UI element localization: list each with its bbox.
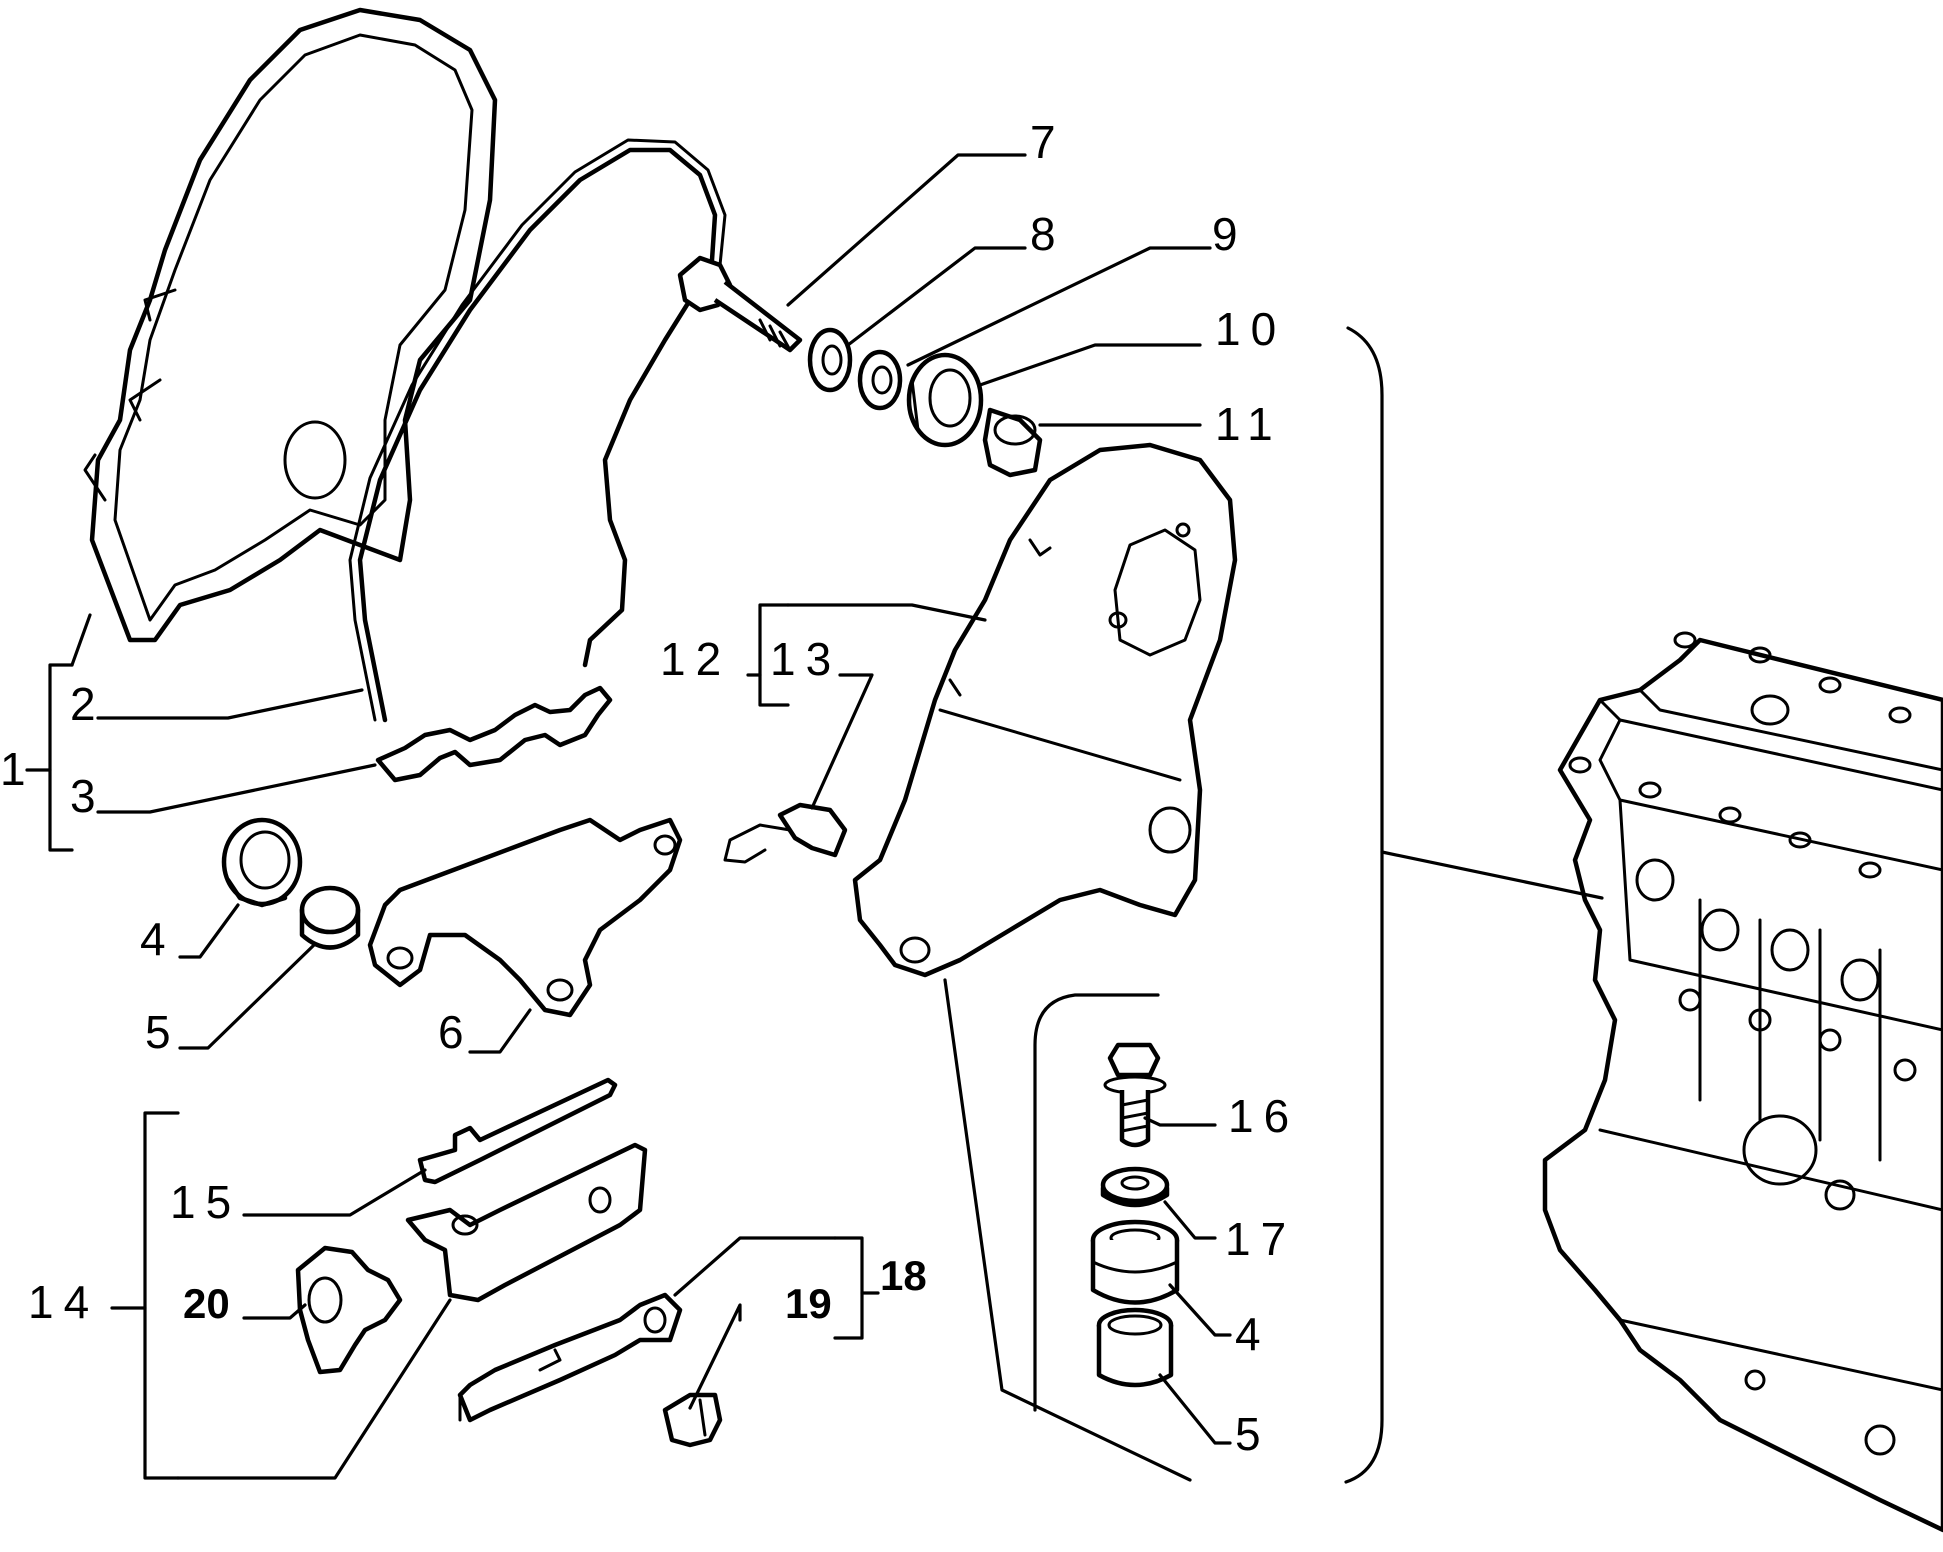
callout-18: 18 <box>880 1252 927 1299</box>
washer-9 <box>857 349 903 411</box>
callout-10: 10 <box>1215 303 1286 355</box>
callout-5-left: 5 <box>145 1006 181 1058</box>
clip <box>723 802 848 864</box>
engine-block <box>1542 631 1943 1533</box>
group-bracket-18 <box>833 1236 880 1340</box>
bushing-right <box>1090 1219 1180 1305</box>
callout-20: 20 <box>183 1280 230 1327</box>
callout-12: 12 <box>660 633 731 685</box>
callout-19: 19 <box>785 1280 832 1327</box>
callout-3: 3 <box>70 770 106 822</box>
washer-17 <box>1100 1166 1170 1208</box>
group-bracket-12 <box>746 603 790 707</box>
callout-15: 15 <box>170 1176 241 1228</box>
callout-11: 11 <box>1215 398 1283 450</box>
callout-14: 14 <box>28 1276 99 1328</box>
nut-clip <box>662 1392 723 1448</box>
callout-labels: 1 2 3 4 5 6 7 8 9 10 11 12 13 14 15 16 1… <box>0 116 1299 1460</box>
callout-6: 6 <box>438 1006 474 1058</box>
cover-seal-strip <box>348 138 727 723</box>
callout-7: 7 <box>1030 116 1066 168</box>
bushing-left <box>221 817 303 908</box>
bolt-16 <box>1103 1042 1167 1148</box>
callout-4-left: 4 <box>140 913 176 965</box>
washer-8 <box>807 327 853 393</box>
strap-bracket <box>457 1292 683 1423</box>
cable-tie <box>417 1077 618 1185</box>
leader-lines <box>70 153 1232 1482</box>
callout-1: 1 <box>0 743 36 795</box>
callout-4-right: 4 <box>1235 1308 1271 1360</box>
support-bracket <box>405 1142 648 1303</box>
callout-bracket-right <box>1344 326 1604 1484</box>
spacer-left <box>299 885 361 950</box>
lower-seal-strip <box>375 685 613 783</box>
inner-timing-cover <box>852 442 1238 978</box>
bolt <box>677 255 803 353</box>
engine-bolt-heads <box>1568 631 1912 879</box>
callout-8: 8 <box>1030 208 1066 260</box>
connector <box>295 1245 403 1375</box>
mounting-bracket <box>367 817 683 1018</box>
callout-2: 2 <box>70 678 106 730</box>
engine-ports <box>1635 858 1917 1456</box>
detail-bracket <box>1033 993 1160 1412</box>
callout-5-right: 5 <box>1235 1408 1271 1460</box>
callout-17: 17 <box>1225 1213 1296 1265</box>
group-bracket-14 <box>110 1111 180 1480</box>
spacer-right <box>1096 1307 1174 1388</box>
spacer-11 <box>982 407 1043 478</box>
callout-16: 16 <box>1228 1090 1299 1142</box>
outer-timing-cover <box>83 7 498 643</box>
callout-9: 9 <box>1212 208 1248 260</box>
group-bracket-1 <box>25 663 74 852</box>
callout-13: 13 <box>770 633 841 685</box>
bushing-10 <box>906 352 984 448</box>
